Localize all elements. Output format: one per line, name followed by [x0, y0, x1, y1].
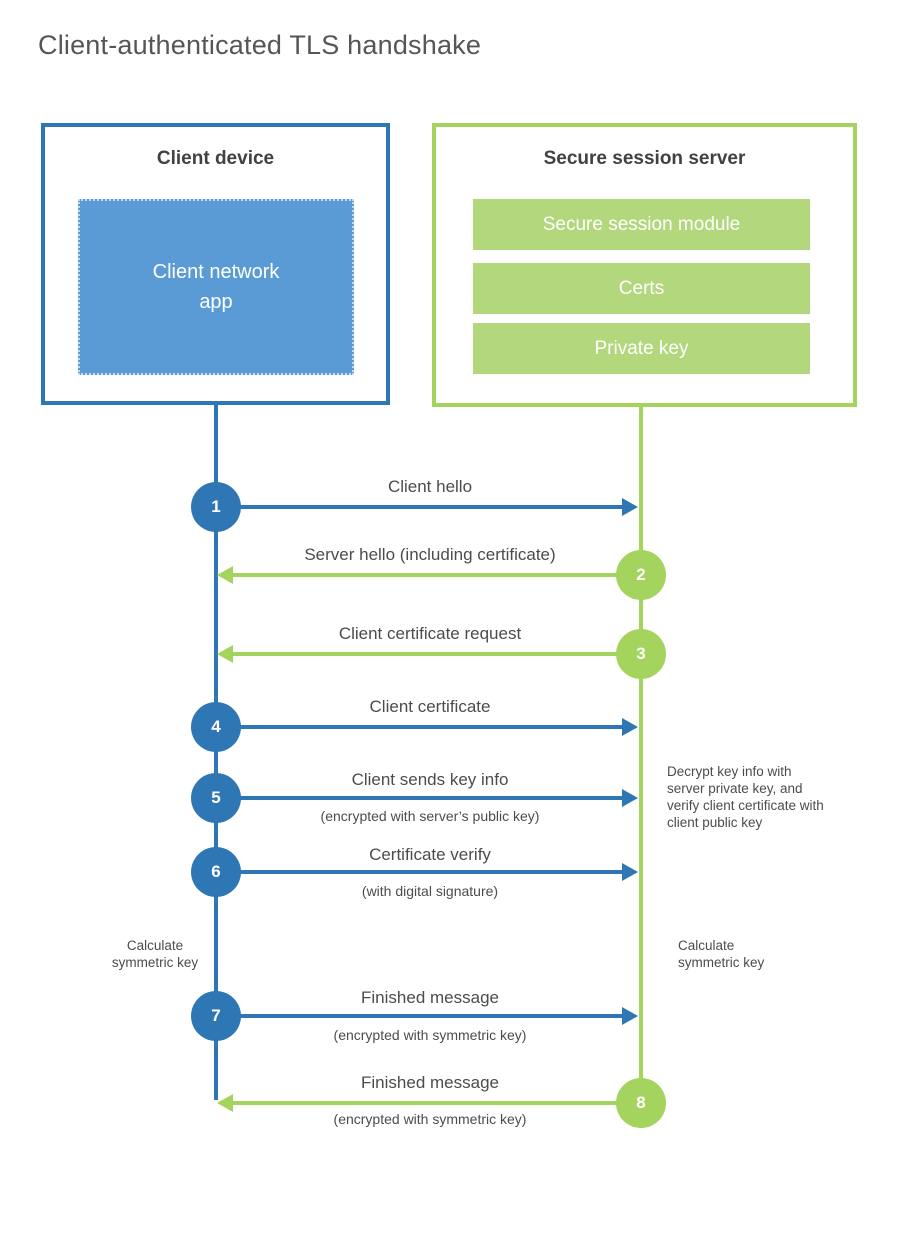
step-2-number: 2 — [636, 565, 646, 584]
step-7-circle: 7 — [191, 991, 241, 1041]
step-3-arrowhead-icon — [217, 645, 233, 663]
client-device-box: Client device Client network app — [41, 123, 390, 405]
step-8-label: Finished message — [361, 1073, 499, 1092]
step-5-arrowhead-icon — [622, 789, 638, 807]
server-calculate-key-note: Calculate symmetric key — [678, 938, 765, 970]
server-lifeline — [639, 407, 643, 1128]
client-lifeline — [214, 405, 218, 1100]
step-3-arrow-line — [230, 652, 640, 656]
server-module-label: Secure session module — [542, 213, 741, 235]
step-8-sublabel: (encrypted with symmetric key) — [333, 1111, 527, 1127]
step-2-label: Server hello (including certificate) — [304, 545, 556, 564]
step-4-circle: 4 — [191, 702, 241, 752]
step-7-number: 7 — [211, 1006, 221, 1025]
step-6-number: 6 — [211, 862, 221, 881]
step-4-arrow-line — [216, 725, 628, 729]
step-6-label: Certificate verify — [369, 845, 491, 864]
server-private-key-label: Private key — [594, 337, 689, 359]
server-module-bar: Secure session module — [473, 199, 810, 250]
step-1-label: Client hello — [387, 477, 473, 496]
step-8-arrow-line — [230, 1101, 640, 1105]
step-5-sublabel: (encrypted with server’s public key) — [320, 808, 540, 824]
step-2-circle: 2 — [616, 550, 666, 600]
secure-session-server-title: Secure session server — [543, 148, 746, 169]
step-5-label: Client sends key info — [351, 770, 509, 789]
client-device-title: Client device — [156, 148, 275, 169]
server-private-key-bar: Private key — [473, 323, 810, 374]
step-6-arrowhead-icon — [622, 863, 638, 881]
step-7-arrow-line — [216, 1014, 628, 1018]
step-1-arrowhead-icon — [622, 498, 638, 516]
step-4-label: Client certificate — [369, 697, 491, 716]
client-calculate-key-note: Calculate symmetric key — [111, 938, 199, 970]
step-5-circle: 5 — [191, 773, 241, 823]
step-3-number: 3 — [636, 644, 646, 663]
step-5-arrow-line — [216, 796, 628, 800]
step-4-number: 4 — [211, 717, 221, 736]
step-1-circle: 1 — [191, 482, 241, 532]
step-8-number: 8 — [636, 1093, 646, 1112]
client-network-app-box: Client network app — [78, 199, 354, 375]
step-2-arrowhead-icon — [217, 566, 233, 584]
step-3-label: Client certificate request — [338, 624, 522, 643]
step-8-arrowhead-icon — [217, 1094, 233, 1112]
step-7-sublabel: (encrypted with symmetric key) — [333, 1027, 527, 1043]
step-4-arrowhead-icon — [622, 718, 638, 736]
page-title: Client-authenticated TLS handshake — [38, 30, 482, 60]
step-7-label: Finished message — [361, 988, 499, 1007]
step-7-arrowhead-icon — [622, 1007, 638, 1025]
client-network-app-label: Client network app — [152, 261, 280, 313]
step-1-number: 1 — [211, 497, 221, 516]
secure-session-server-box: Secure session server Secure session mod… — [432, 123, 857, 407]
server-certs-bar: Certs — [473, 263, 810, 314]
step-1-arrow-line — [216, 505, 628, 509]
step-6-sublabel: (with digital signature) — [361, 883, 499, 899]
server-certs-label: Certs — [618, 277, 665, 299]
step-8-circle: 8 — [616, 1078, 666, 1128]
server-decrypt-note: Decrypt key info with server private key… — [667, 764, 824, 830]
step-6-circle: 6 — [191, 847, 241, 897]
step-2-arrow-line — [230, 573, 640, 577]
step-6-arrow-line — [216, 870, 628, 874]
step-5-number: 5 — [211, 788, 221, 807]
step-3-circle: 3 — [616, 629, 666, 679]
